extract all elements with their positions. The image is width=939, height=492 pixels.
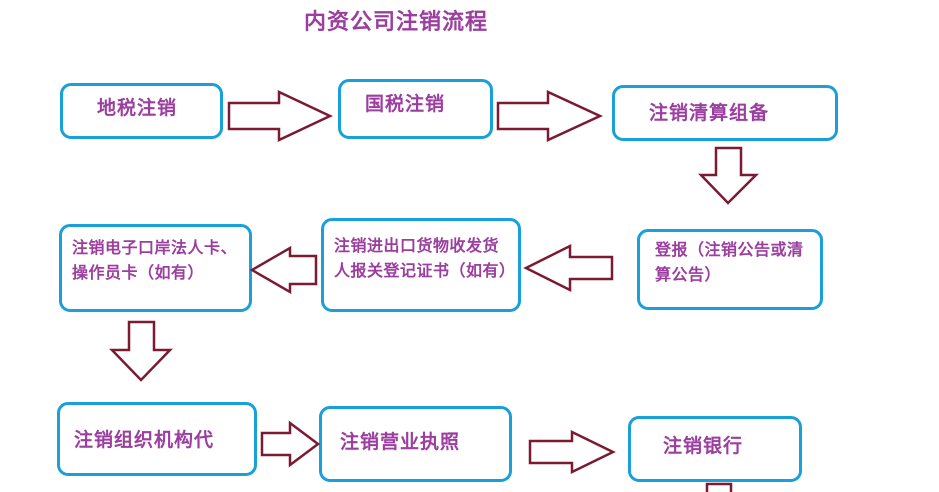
step-announcement: 登报（注销公告或清算公告） bbox=[637, 229, 823, 310]
step-local-tax: 地税注销 bbox=[60, 83, 223, 139]
step-label: 注销营业执照 bbox=[340, 431, 461, 453]
step-e-port-card: 注销电子口岸法人卡、操作员卡（如有） bbox=[59, 224, 252, 312]
arrow-right-3 bbox=[260, 420, 321, 468]
step-liquidation-team: 注销清算组备 bbox=[612, 85, 838, 141]
step-org-code: 注销组织机构代 bbox=[57, 402, 257, 476]
step-national-tax: 国税注销 bbox=[338, 79, 493, 139]
arrow-right-2 bbox=[496, 90, 603, 142]
step-label: 国税注销 bbox=[365, 93, 446, 115]
page-title: 内资公司注销流程 bbox=[304, 10, 489, 35]
step-label: 地税注销 bbox=[97, 97, 178, 119]
step-label: 注销进出口货物收发货人报关登记证书（如有） bbox=[334, 236, 516, 280]
arrow-down-1 bbox=[698, 146, 760, 205]
arrow-right-1 bbox=[227, 90, 333, 142]
arrow-down-2 bbox=[109, 320, 173, 382]
step-label: 注销清算组备 bbox=[649, 102, 770, 124]
step-label: 登报（注销公告或清算公告） bbox=[655, 240, 804, 284]
arrow-left-1 bbox=[523, 243, 614, 293]
step-import-export: 注销进出口货物收发货人报关登记证书（如有） bbox=[321, 218, 521, 312]
arrow-right-4 bbox=[528, 429, 616, 475]
step-business-license: 注销营业执照 bbox=[319, 406, 512, 482]
arrow-left-2 bbox=[249, 245, 318, 295]
step-label: 注销组织机构代 bbox=[74, 429, 215, 451]
step-label: 注销银行 bbox=[663, 435, 744, 457]
arrow-down-3 bbox=[705, 482, 733, 492]
step-label: 注销电子口岸法人卡、操作员卡（如有） bbox=[72, 238, 238, 282]
step-bank: 注销银行 bbox=[628, 416, 802, 482]
